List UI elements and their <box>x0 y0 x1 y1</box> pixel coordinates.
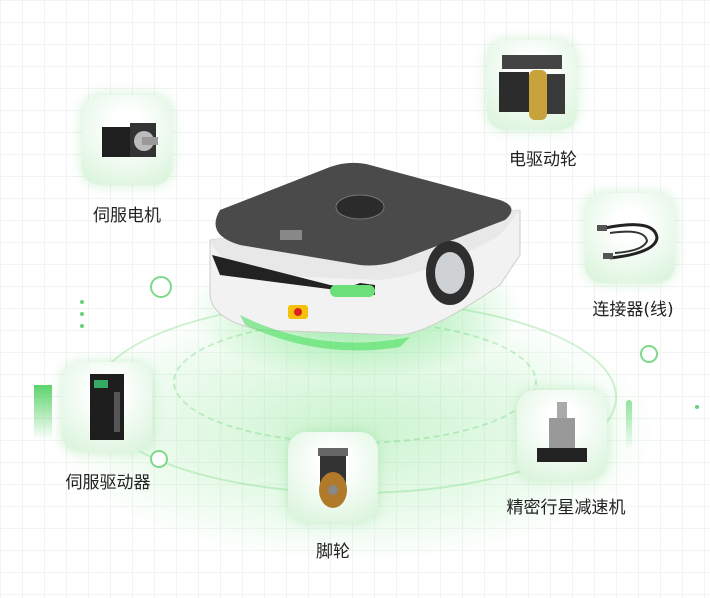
caster-wheel-icon <box>318 448 348 508</box>
card-connector-cable[interactable] <box>585 193 675 283</box>
label-drive-wheel: 电驱动轮 <box>509 150 577 170</box>
servo-motor-icon <box>102 123 158 157</box>
label-caster: 脚轮 <box>316 542 350 562</box>
decor-circle <box>150 276 172 298</box>
decor-dot <box>80 300 84 304</box>
card-drive-wheel[interactable] <box>487 40 577 130</box>
card-caster[interactable] <box>288 432 378 522</box>
planetary-reducer-icon <box>537 402 587 462</box>
label-connector-cable: 连接器(线) <box>592 300 674 320</box>
cable-icon <box>597 223 659 260</box>
agv-robot <box>209 162 521 351</box>
decor-circle <box>150 450 168 468</box>
decor-circle <box>640 345 658 363</box>
label-servo-motor: 伺服电机 <box>93 206 161 226</box>
decor-dot <box>80 324 84 328</box>
card-planetary-reducer[interactable] <box>517 390 607 480</box>
card-servo-driver[interactable] <box>62 362 152 452</box>
label-planetary-reducer: 精密行星减速机 <box>506 498 626 518</box>
decor-cube <box>34 385 52 440</box>
servo-driver-icon <box>90 374 124 440</box>
decor-dot <box>80 312 84 316</box>
decor-bar <box>626 400 632 450</box>
card-servo-motor[interactable] <box>82 95 172 185</box>
drive-wheel-icon <box>499 55 565 120</box>
decor-dot <box>695 405 699 409</box>
label-servo-driver: 伺服驱动器 <box>65 473 151 493</box>
